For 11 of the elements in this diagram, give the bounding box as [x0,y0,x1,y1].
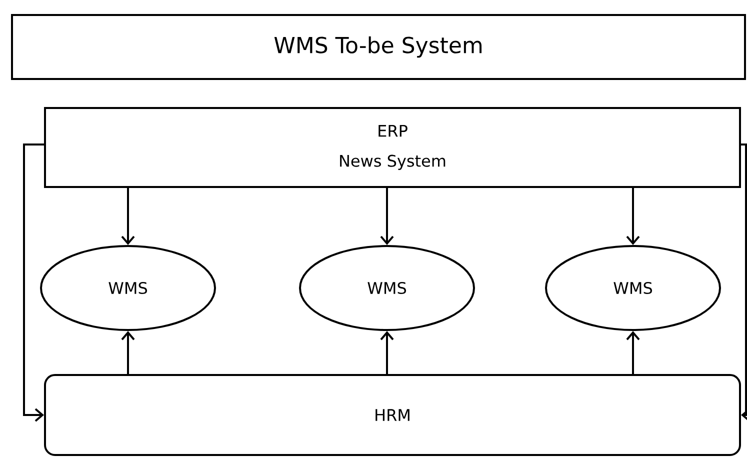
title-box: WMS To-be System [11,14,746,80]
arrow [380,188,394,245]
arrow [121,331,135,374]
arrow [741,144,747,422]
arrow [121,188,135,245]
arrow [380,331,394,374]
system-box: ERP News System [44,107,741,188]
arrow [23,144,44,422]
arrow [626,331,640,374]
arrow [626,188,640,245]
module-box: HRM [44,374,741,456]
